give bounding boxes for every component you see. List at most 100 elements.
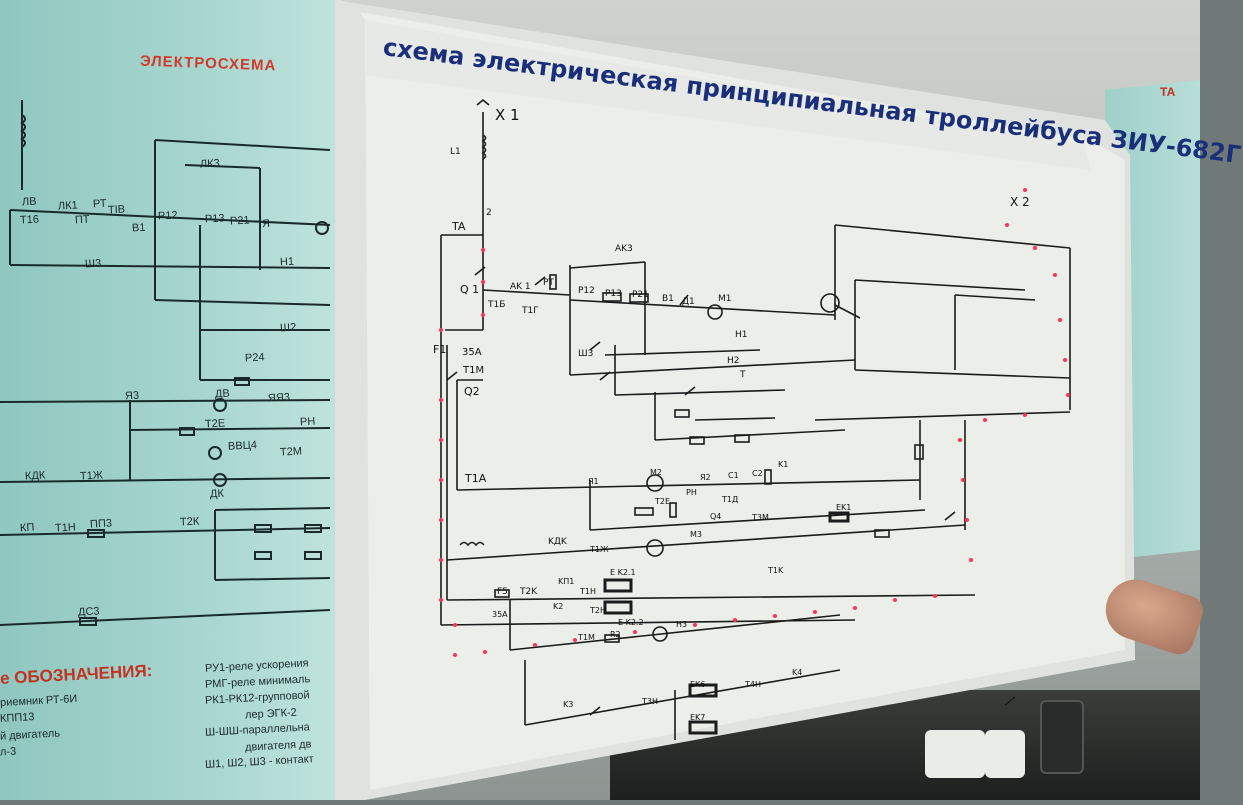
left-schematic-label: ВВЦ4 xyxy=(227,439,258,453)
label-k1: K1 xyxy=(778,460,789,469)
label-ek1: EK1 xyxy=(836,503,852,512)
right-poster-title: ТА xyxy=(1160,85,1176,99)
label-n1: H1 xyxy=(735,330,748,340)
label-r12: P12 xyxy=(578,286,595,296)
label-q2: Q2 xyxy=(464,385,480,398)
label-ya1: Я1 xyxy=(588,477,599,486)
left-schematic-label: ДК xyxy=(209,487,225,501)
board-svg xyxy=(335,0,1135,800)
label-rt: PT xyxy=(543,278,554,288)
label-k4: K4 xyxy=(792,668,803,677)
schematic-board xyxy=(335,0,1135,800)
left-schematic-label: Р12 xyxy=(157,209,178,223)
left-schematic-label: ДС3 xyxy=(77,605,100,619)
left-schematic-label: Ш2 xyxy=(279,321,297,335)
label-r21: P21 xyxy=(632,290,649,300)
label-k2: K2 xyxy=(553,602,564,611)
label-ta: TA xyxy=(452,220,466,233)
label-t3n: T3H xyxy=(642,697,658,706)
label-t2k: T2K xyxy=(520,587,538,597)
label-t1g: T1Г xyxy=(522,306,539,316)
label-t1n: T1H xyxy=(580,587,596,596)
label-x2: X 2 xyxy=(1010,195,1030,209)
label-v1: B1 xyxy=(662,294,674,304)
label-c1: C1 xyxy=(728,471,739,480)
label-r13: P13 xyxy=(605,289,622,299)
label-t1b: T1Б xyxy=(488,300,506,310)
label-ak1: AK 1 xyxy=(510,282,531,292)
label-t: T xyxy=(740,370,746,380)
left-schematic-label: Ш3 xyxy=(84,257,102,271)
label-t1m-2: T1M xyxy=(578,633,595,642)
label-ek7: EK7 xyxy=(690,713,706,722)
gauge-icon xyxy=(985,730,1025,778)
left-schematic-label: Р21 xyxy=(229,214,250,228)
label-t3m: T3M xyxy=(752,513,769,522)
label-q1: Q 1 xyxy=(460,283,480,296)
label-ek22: E K2.2 xyxy=(618,618,644,627)
left-schematic-label: Р13 xyxy=(204,212,225,226)
label-akz: AK3 xyxy=(615,244,633,254)
label-m3: M3 xyxy=(690,530,702,539)
left-schematic-label: КДК xyxy=(24,469,46,483)
label-c2: C2 xyxy=(752,469,763,478)
label-sh: Ш3 xyxy=(578,349,594,359)
label-35a-b: 35A xyxy=(492,610,508,619)
label-f5: F5 xyxy=(497,587,508,597)
label-q4: Q4 xyxy=(710,512,722,521)
left-schematic-label: Т1Н xyxy=(54,521,77,535)
left-schematic-label: ЯЯ3 xyxy=(267,391,291,405)
label-l1: L1 xyxy=(450,147,461,157)
label-35a: 35A xyxy=(462,347,482,358)
left-schematic-label: ЛВ xyxy=(21,195,37,209)
left-schematic-label: Т2Е xyxy=(204,417,226,431)
left-schematic-label: Р24 xyxy=(244,351,265,365)
label-t2n: T2H xyxy=(590,606,606,615)
left-schematic-label: Я3 xyxy=(124,389,140,403)
left-schematic-label: РТ xyxy=(92,197,107,211)
label-m1: M1 xyxy=(718,294,732,304)
gauge-icon xyxy=(925,730,985,778)
label-rn: PH xyxy=(686,488,697,497)
left-schematic-label: Я xyxy=(261,217,271,231)
left-schematic-label: ЛК1 xyxy=(57,199,79,213)
label-t1m: T1M xyxy=(463,365,485,376)
switch-panel xyxy=(1040,700,1084,774)
label-m2: M2 xyxy=(650,468,662,477)
left-schematic-label: Т16 xyxy=(19,213,40,227)
label-kdk: KДK xyxy=(548,537,567,547)
label-t4n: T4H xyxy=(745,680,761,689)
left-schematic-label: ПТ xyxy=(74,213,90,227)
label-x1: X 1 xyxy=(495,106,520,124)
label-h3: H3 xyxy=(676,620,688,629)
left-schematic-label: ТIВ xyxy=(107,203,126,217)
label-k3: K3 xyxy=(563,700,574,709)
label-t2e: T2E xyxy=(655,497,671,506)
label-ek6: EK6 xyxy=(690,680,706,689)
label-ya2: Я2 xyxy=(700,473,711,482)
label-kp1: KП1 xyxy=(558,577,575,586)
left-schematic-label: Т2М xyxy=(279,445,303,459)
label-f1: F1 xyxy=(433,343,447,356)
label-d1: Д1 xyxy=(682,297,695,307)
label-t1a: T1A xyxy=(465,472,487,485)
left-schematic-label: Т1Ж xyxy=(79,469,104,483)
left-poster: ЭЛЕКТРОСХЕМА е ОБОЗНАЧЕНИЯ: риемник РТ-6… xyxy=(0,0,341,800)
label-t1k: T1K xyxy=(768,566,784,575)
left-schematic-label: ЛК3 xyxy=(199,157,221,171)
left-legend-line: КПП13 xyxy=(0,711,35,725)
left-legend-line: л-3 xyxy=(0,745,17,759)
label-t1zh: T1Ж xyxy=(590,545,609,554)
left-schematic xyxy=(0,100,331,626)
left-schematic-label: Т2К xyxy=(179,515,200,529)
left-schematic-label: ПП3 xyxy=(89,517,113,531)
label-ek21: E K2.1 xyxy=(610,568,636,577)
label-t1d: T1Д xyxy=(722,495,739,504)
left-schematic-label: В1 xyxy=(131,221,146,235)
label-n2: H2 xyxy=(727,356,740,366)
left-schematic-label: ДВ xyxy=(214,387,231,401)
left-schematic-label: РН xyxy=(299,415,316,429)
label-2: 2 xyxy=(486,208,492,218)
left-schematic-label: Н1 xyxy=(279,255,295,269)
left-schematic-label: КП xyxy=(19,521,35,535)
